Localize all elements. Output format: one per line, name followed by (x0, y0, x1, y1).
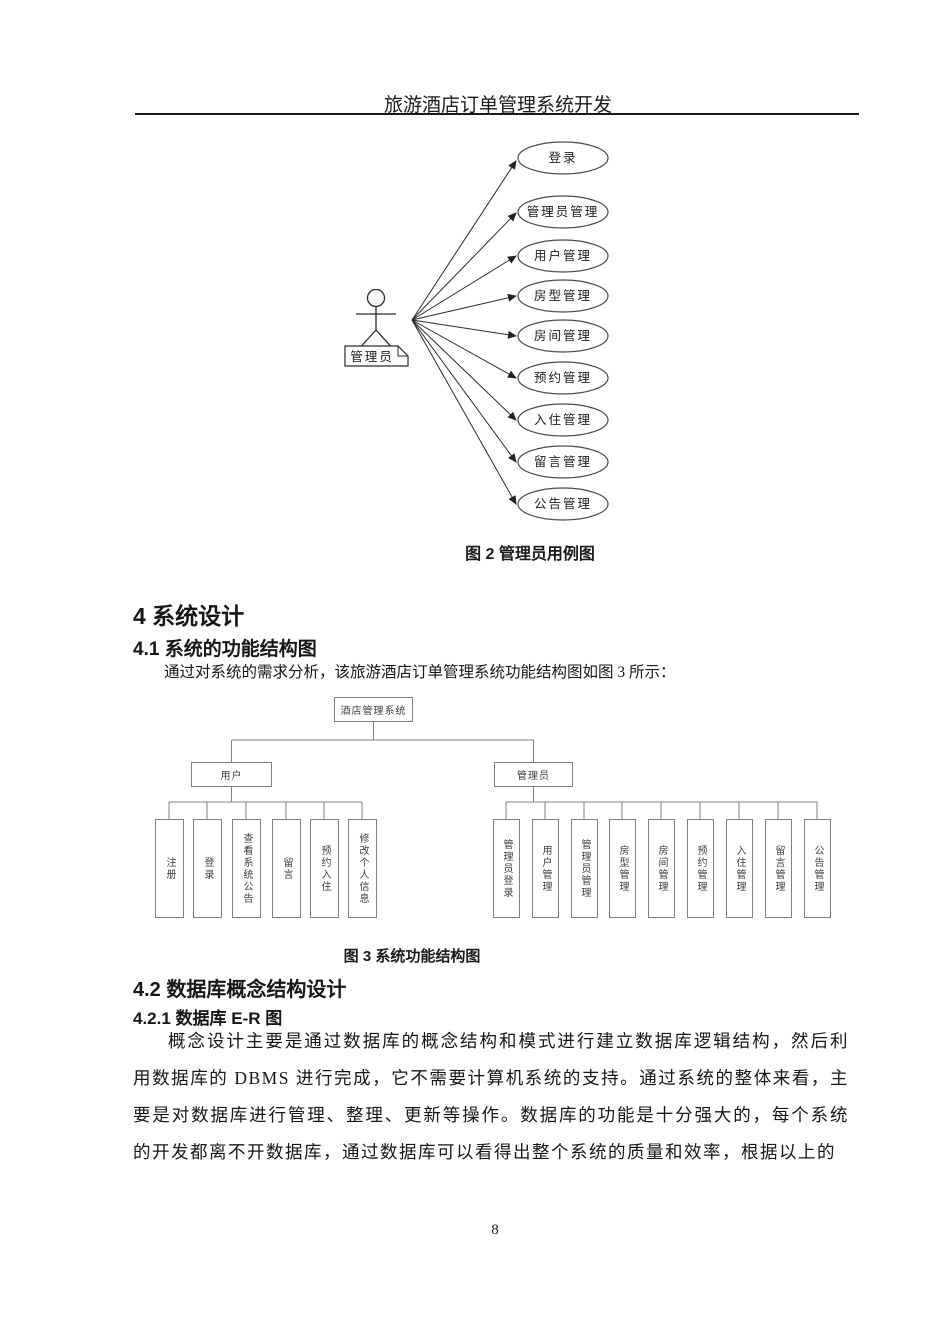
actor-icon (356, 288, 396, 352)
tree-leaf: 公告管理 (804, 819, 831, 918)
tree-leaf: 预约入住 (310, 819, 339, 918)
actor-label: 管理员 (350, 349, 394, 364)
tree-leaf: 预约管理 (687, 819, 714, 918)
tree-node-user: 用户 (191, 762, 272, 787)
usecase-label: 入住管理 (534, 412, 592, 427)
figure-function-structure: 酒店管理系统 用户 管理员 注册 登录 查看系统公告 留言 预约入住 修改个人信… (140, 695, 840, 923)
usecase-arrows (411, 160, 517, 505)
tree-node-admin: 管理员 (494, 762, 573, 787)
tree-leaf: 登录 (193, 819, 222, 918)
tree-leaf: 房间管理 (648, 819, 675, 918)
figure2-caption: 图 2 管理员用例图 (465, 546, 595, 563)
usecase-label: 管理员管理 (527, 204, 600, 219)
usecase-label: 公告管理 (534, 496, 592, 511)
section-heading-4-2: 4.2 数据库概念结构设计 (133, 979, 347, 1001)
usecase-ellipses (517, 141, 609, 521)
section-heading-4-2-1: 4.2.1 数据库 E-R 图 (133, 1009, 283, 1028)
usecase-label: 用户管理 (534, 248, 592, 263)
usecase-labels: 登录 管理员管理 用户管理 房型管理 房间管理 预约管理 入住管理 留言管理 公… (527, 150, 600, 511)
section-heading-4: 4 系统设计 (133, 603, 245, 629)
section-heading-4-1: 4.1 系统的功能结构图 (133, 639, 317, 660)
header-rule (135, 113, 859, 115)
tree-leaf: 房型管理 (609, 819, 636, 918)
paragraph-4-1: 通过对系统的需求分析，该旅游酒店订单管理系统功能结构图如图 3 所示： (164, 664, 676, 681)
usecase-label: 登录 (548, 150, 577, 165)
usecase-label: 预约管理 (534, 370, 592, 385)
figure3-caption: 图 3 系统功能结构图 (343, 948, 481, 965)
tree-leaf: 用户管理 (532, 819, 559, 918)
page-number: 8 (491, 1222, 499, 1238)
header-title: 旅游酒店订单管理系统开发 (383, 95, 612, 116)
figure-usecase-diagram: 管理员 登录 管理员管理 用户管理 房型管理 房间管理 预约管理 (330, 135, 630, 525)
tree-connectors-svg (168, 722, 818, 819)
tree-leaf: 修改个人信息 (348, 819, 377, 918)
tree-leaf: 注册 (155, 819, 184, 918)
tree-leaf: 管理员登录 (493, 819, 520, 918)
tree-leaf: 入住管理 (726, 819, 753, 918)
tree-root-node: 酒店管理系统 (334, 697, 413, 722)
paragraph-4-2-1: 概念设计主要是通过数据库的概念结构和模式进行建立数据库逻辑结构，然后利用数据库的… (133, 1031, 849, 1162)
usecase-diagram-svg: 管理员 登录 管理员管理 用户管理 房型管理 房间管理 预约管理 (344, 141, 609, 521)
tree-leaf: 管理员管理 (571, 819, 598, 918)
usecase-label: 房间管理 (534, 328, 592, 343)
usecase-label: 留言管理 (534, 454, 592, 469)
tree-leaf: 留言 (272, 819, 301, 918)
tree-leaf: 留言管理 (765, 819, 792, 918)
actor-label-box: 管理员 (344, 345, 409, 367)
tree-leaf: 查看系统公告 (232, 819, 261, 918)
usecase-label: 房型管理 (534, 288, 592, 303)
